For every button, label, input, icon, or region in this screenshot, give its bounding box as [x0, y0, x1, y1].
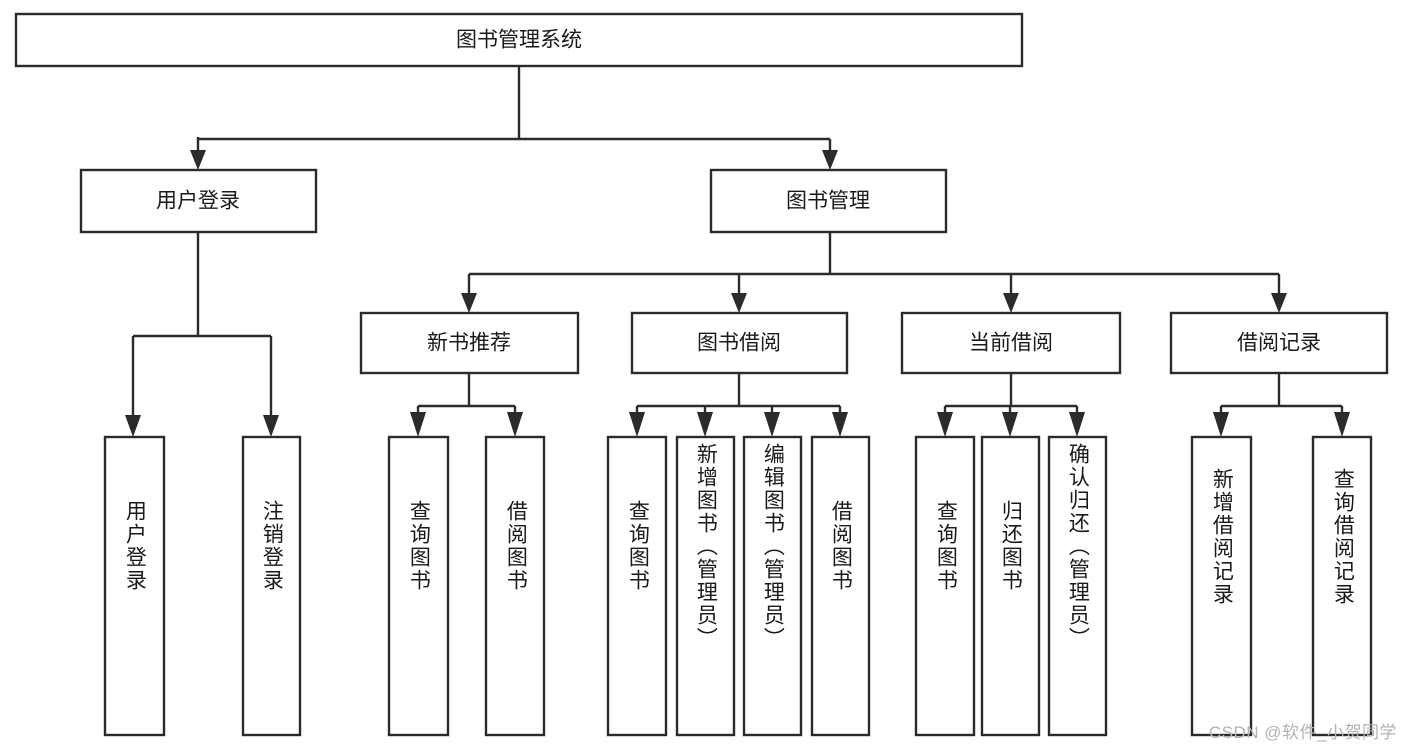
node-box-leaf-add-record[interactable] [1190, 435, 1253, 737]
arrow-head-leaf-borrow-book-2 [832, 412, 848, 437]
node-box-user-login[interactable] [79, 168, 318, 234]
node-label-current-borrow: 当前借阅 [969, 332, 1053, 355]
node-box-borrow-record[interactable] [1169, 311, 1389, 375]
node-box-leaf-user-logout[interactable] [241, 435, 302, 737]
node-label-new-book-rec: 新书推荐 [427, 332, 511, 355]
arrow-head-book-borrow [731, 293, 747, 313]
node-label-root: 图书管理系统 [456, 29, 582, 52]
arrow-head-leaf-query-book-3 [937, 412, 953, 437]
node-box-book-manage[interactable] [709, 168, 948, 234]
arrow-head-leaf-return-book [1002, 412, 1018, 437]
node-box-leaf-return-book[interactable] [980, 435, 1041, 737]
arrow-head-leaf-user-logout [263, 415, 279, 437]
arrow-head-leaf-query-book-2 [629, 412, 645, 437]
node-box-leaf-edit-book[interactable] [742, 435, 803, 737]
node-label-book-manage: 图书管理 [786, 190, 870, 213]
node-box-leaf-query-book-2[interactable] [606, 435, 668, 737]
node-label-book-borrow: 图书借阅 [697, 332, 781, 355]
arrow-head-leaf-query-record [1334, 412, 1350, 437]
arrow-head-leaf-borrow-book-1 [507, 412, 523, 437]
node-box-leaf-query-record[interactable] [1311, 435, 1373, 737]
node-box-leaf-query-book-1[interactable] [387, 435, 450, 737]
watermark-text: CSDN @软件_小贺同学 [1208, 723, 1397, 742]
arrow-head-current-borrow [1003, 293, 1019, 313]
arrow-head-new-book-rec [461, 293, 477, 313]
node-box-leaf-query-book-3[interactable] [914, 435, 976, 737]
node-label-user-login: 用户登录 [156, 190, 240, 213]
arrow-head-borrow-record [1271, 293, 1287, 313]
arrow-head-leaf-add-record [1213, 412, 1229, 437]
node-label-borrow-record: 借阅记录 [1237, 332, 1321, 355]
arrow-head-leaf-user-login [125, 415, 141, 437]
node-box-leaf-borrow-book-1[interactable] [484, 435, 546, 737]
arrow-head-user-login [190, 150, 206, 170]
arrow-head-leaf-add-book [697, 412, 713, 437]
arrow-head-leaf-query-book-1 [410, 412, 426, 437]
node-box-book-borrow[interactable] [630, 311, 849, 375]
connector-layer [125, 66, 1350, 437]
node-box-leaf-user-login[interactable] [103, 435, 166, 737]
node-box-leaf-confirm-return[interactable] [1047, 435, 1108, 737]
node-box-leaf-add-book[interactable] [675, 435, 736, 737]
node-box-current-borrow[interactable] [900, 311, 1122, 375]
arrow-head-book-manage [822, 150, 838, 170]
node-box-new-book-rec[interactable] [359, 311, 580, 375]
node-box-root[interactable] [14, 12, 1024, 68]
arrow-head-leaf-edit-book [764, 412, 780, 437]
node-layer: 图书管理系统 用户登录 图书管理 新书推荐 图书借阅 当前借阅 借阅记录 [14, 12, 1389, 737]
arrow-head-leaf-confirm-return [1069, 412, 1085, 437]
node-box-leaf-borrow-book-2[interactable] [810, 435, 871, 737]
